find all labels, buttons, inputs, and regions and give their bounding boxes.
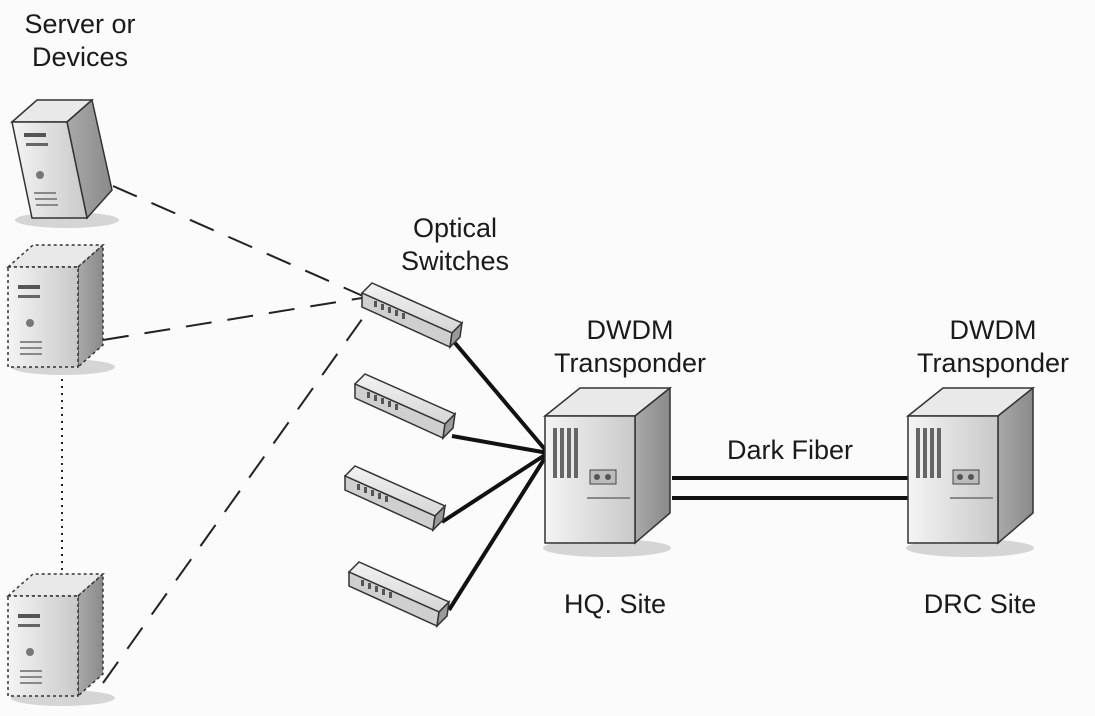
solid-link-switch-4 xyxy=(447,451,550,612)
switches-label: Optical Switches xyxy=(370,212,540,278)
server-1 xyxy=(10,98,119,228)
dashed-link-server-3 xyxy=(102,314,366,684)
switches-label-line-1: Optical xyxy=(412,213,498,243)
drc-transponder-label-line-1: DWDM xyxy=(949,315,1037,345)
server-2 xyxy=(6,243,115,375)
servers-label: Server or Devices xyxy=(0,8,160,74)
optical-switch-1 xyxy=(360,282,464,350)
servers-label-line-1: Server or xyxy=(24,9,136,39)
solid-link-switch-2 xyxy=(451,434,549,455)
dark-fiber-label: Dark Fiber xyxy=(726,435,854,465)
hq-transponder-label-line-1: DWDM xyxy=(586,315,674,345)
dashed-link-server-2 xyxy=(102,297,363,341)
server-3 xyxy=(6,572,115,706)
optical-switch-2 xyxy=(353,373,457,441)
optical-switch-4 xyxy=(347,561,451,629)
solid-link-switch-3 xyxy=(440,451,550,524)
optical-switch-3 xyxy=(343,465,447,533)
switches-label-line-2: Switches xyxy=(400,246,510,276)
hq-transponder xyxy=(542,386,673,557)
drc-site-label: DRC Site xyxy=(923,589,1037,619)
drc-transponder xyxy=(905,386,1036,557)
connections xyxy=(61,185,910,684)
hq-transponder-label-line-2: Transponder xyxy=(553,348,707,378)
drc-transponder-label: DWDM Transponder xyxy=(893,314,1093,380)
dark-fiber-link xyxy=(672,476,910,500)
solid-link-switch-1 xyxy=(453,341,550,455)
drc-transponder-label-line-2: Transponder xyxy=(916,348,1070,378)
servers-label-line-2: Devices xyxy=(31,42,129,72)
hq-transponder-label: DWDM Transponder xyxy=(530,314,730,380)
hq-site-label: HQ. Site xyxy=(563,589,667,619)
dashed-link-server-1 xyxy=(112,185,373,301)
